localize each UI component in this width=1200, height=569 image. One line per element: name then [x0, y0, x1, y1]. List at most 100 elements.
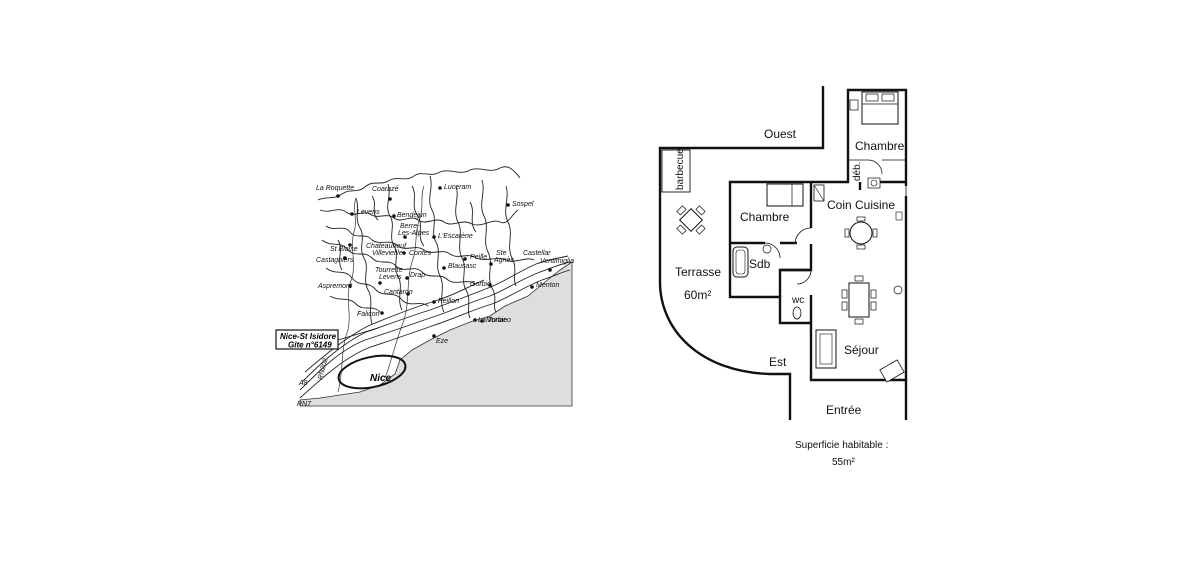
superficie-label: Superficie habitable :: [795, 440, 888, 451]
label-sdb: Sdb: [749, 257, 771, 271]
town-label: Drap: [410, 272, 425, 279]
label-chambre-top: Chambre: [855, 139, 905, 153]
town-label: Blausasc: [448, 263, 477, 270]
terrace-table: [676, 205, 706, 235]
door-swings: [764, 159, 907, 285]
town-label: Coarazé: [372, 186, 399, 193]
town-label: Monaco: [486, 317, 511, 324]
town-dot: [405, 276, 409, 280]
sea-area: [299, 261, 573, 407]
town-label: Tourrette: [375, 267, 403, 274]
bedroom-top-walls: [846, 88, 908, 186]
label-sejour: Séjour: [844, 343, 879, 357]
gite-name: Nice-St Isidore: [280, 332, 337, 341]
town-label: St Blaise: [330, 246, 358, 253]
town-label: Levens: [357, 209, 380, 216]
bathtub: [732, 244, 772, 278]
label-est: Est: [769, 355, 787, 369]
label-entree: Entrée: [826, 403, 862, 417]
town-label: Gorbio: [470, 281, 491, 288]
town-label: Falicon: [357, 311, 380, 318]
plant: [893, 285, 903, 295]
town-label: Peillon: [438, 298, 459, 305]
town-dot: [392, 214, 396, 218]
town-label: La Turbie: [478, 317, 507, 324]
road-coast-3: [301, 255, 569, 383]
town-dot: [432, 334, 436, 338]
label-deb: déb.: [852, 162, 863, 181]
town-dot: [348, 284, 352, 288]
town-dot: [442, 266, 446, 270]
barbecue-box: [661, 149, 691, 193]
bed-top: [849, 91, 899, 125]
armchair: [879, 359, 905, 383]
town-dot: [380, 311, 384, 315]
road-rn7: [299, 269, 571, 399]
label-terrasse-area: 60m²: [684, 288, 711, 302]
gite-pointer: [337, 327, 379, 341]
town-label: Aspremont: [317, 283, 353, 290]
town-label: Ventimiglia: [540, 258, 574, 265]
town-dot: [336, 194, 340, 198]
town-dot: [378, 281, 382, 285]
town-dot: [406, 292, 410, 296]
town-label: L'Escarène: [438, 233, 473, 240]
toilet: [792, 306, 802, 320]
gite-number: Gîte n°6149: [288, 341, 332, 350]
label-coin-cuisine: Coin Cuisine: [827, 198, 895, 212]
town-label: Castellar: [523, 250, 551, 257]
town-dot: [488, 283, 492, 287]
town-label: Castagniers: [316, 257, 354, 264]
dining-table: [841, 275, 877, 325]
town-dot: [350, 212, 354, 216]
town-label: Sospel: [512, 201, 534, 208]
town-label: Levens: [379, 274, 402, 281]
sofa: [815, 329, 837, 369]
town-dot: [530, 285, 534, 289]
town-dot: [506, 203, 510, 207]
label-chambre: Chambre: [740, 210, 790, 224]
label-terrasse: Terrasse: [675, 265, 721, 279]
town-label: Peille: [470, 254, 487, 261]
town-dot: [432, 300, 436, 304]
label-wc: wc: [791, 295, 804, 306]
terrace-outer-wall: [658, 86, 825, 420]
barbecue-label: barbecue: [675, 148, 686, 190]
town-label: Bendejun: [397, 212, 427, 219]
town-dot: [463, 257, 467, 261]
road-label-rn7: RN7: [297, 401, 312, 408]
town-label: Les-Alpes: [398, 230, 430, 237]
kitchen-counter: [813, 177, 903, 221]
road-label-a8: A8: [298, 380, 308, 387]
town-dot: [402, 251, 406, 255]
bed-chambre: [766, 183, 804, 207]
town-label: Berre-: [400, 223, 420, 230]
town-label: Menton: [536, 282, 559, 289]
town-label: Ste: [496, 250, 507, 257]
town-label: Chateauneuf: [366, 243, 407, 250]
nice-label: Nice: [370, 373, 392, 384]
road-a8: [299, 261, 571, 391]
town-label: Contes: [409, 250, 432, 257]
town-dot: [432, 235, 436, 239]
partition-wc: [780, 268, 813, 323]
apartment-walls: [728, 160, 908, 382]
town-label: Luceram: [444, 184, 471, 191]
town-dot: [343, 256, 347, 260]
round-table: [844, 216, 878, 250]
town-label: Eze: [436, 338, 448, 345]
town-dot: [548, 268, 552, 272]
town-dot: [403, 235, 407, 239]
label-ouest: Ouest: [764, 127, 797, 141]
town-label: Cantaron: [384, 289, 413, 296]
town-dot: [388, 197, 392, 201]
town-dot: [348, 243, 352, 247]
gite-box: [275, 329, 339, 350]
town-dot: [438, 186, 442, 190]
town-label: Villevieille: [372, 250, 403, 257]
partition-kitchen: [858, 180, 906, 190]
